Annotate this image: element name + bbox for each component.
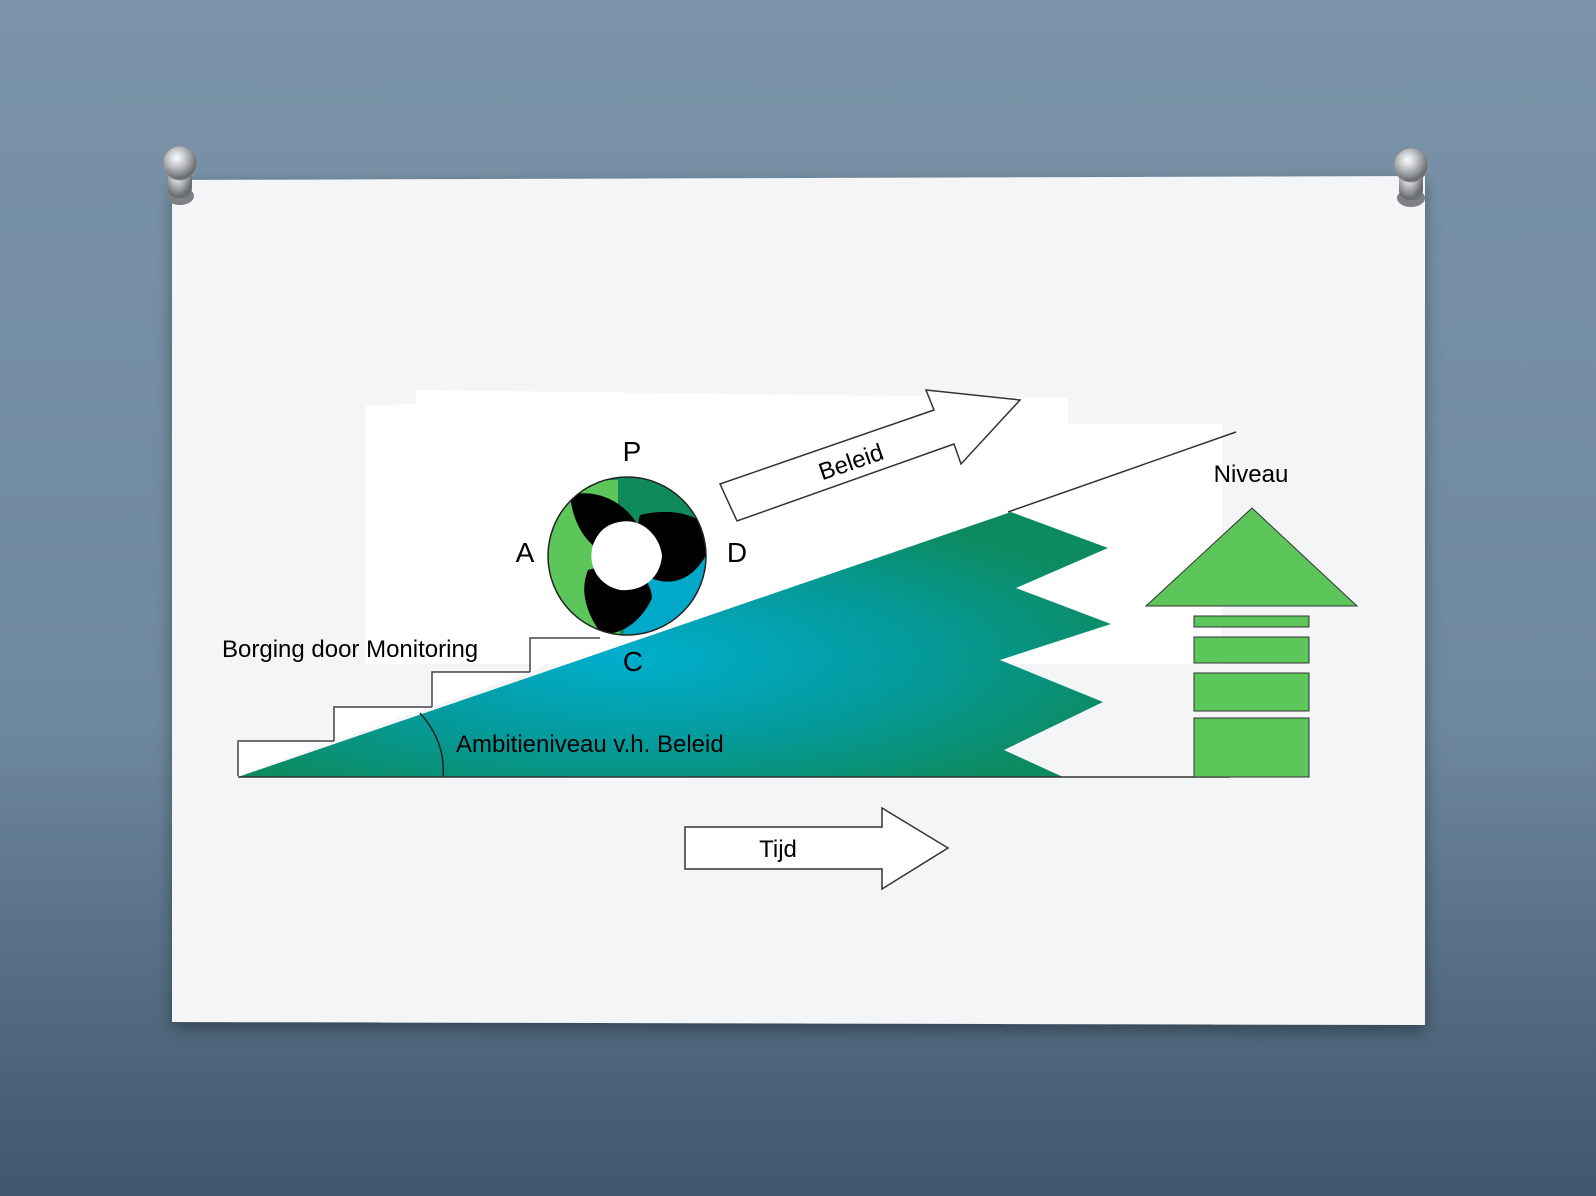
label-borging: Borging door Monitoring [222, 636, 478, 663]
label-ambitie: Ambitieniveau v.h. Beleid [456, 731, 724, 758]
stairs [237, 637, 600, 776]
label-a: A [516, 537, 535, 568]
beleid-arrow [718, 389, 1022, 522]
label-d: D [727, 537, 747, 568]
tijd-arrow [684, 806, 950, 891]
pin-left-icon [162, 145, 198, 205]
label-tijd: Tijd [759, 836, 797, 863]
label-niveau: Niveau [1214, 461, 1289, 488]
label-p: P [623, 436, 642, 467]
angle-arc [419, 712, 445, 778]
pin-right-icon [1393, 147, 1429, 207]
label-c: C [623, 646, 643, 677]
slope-line [1007, 431, 1237, 513]
niveau-arrow-icon [1144, 507, 1359, 778]
ambition-wedge [238, 512, 1111, 777]
